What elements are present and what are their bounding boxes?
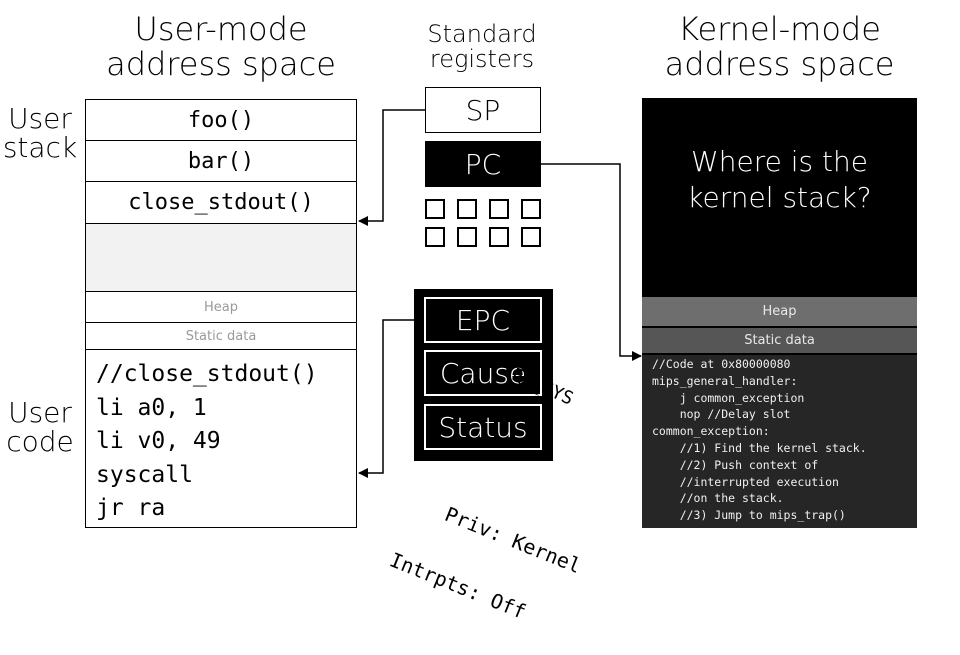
stack-frame-label: close_stdout() (128, 190, 314, 215)
user-code-line: li v0, 49 (96, 428, 221, 454)
registers-title-line1: Standard (427, 20, 537, 48)
cause-register-label: Cause (439, 356, 527, 390)
pc-arrow (541, 163, 642, 361)
general-register (521, 199, 541, 219)
user-code-line: li a0, 1 (96, 394, 207, 421)
general-register (489, 199, 509, 219)
kernel-space-title-line1: Kernel-mode (678, 10, 881, 48)
user-space-title: User-mode address space (85, 10, 357, 84)
stack-frame-label: foo() (187, 107, 255, 133)
status-annotation: Priv: Kernel Intrpts: Off (379, 452, 600, 655)
kernel-code-line: //3) Jump to mips_trap() (652, 508, 846, 523)
user-code-label: User code (2, 398, 78, 457)
user-heap-label: Heap (204, 299, 238, 315)
kernel-code-line: //1) Find the kernel stack. (652, 440, 867, 455)
cause-register: Cause (424, 350, 542, 396)
stack-frame-label: bar() (187, 148, 255, 174)
kernel-heap-label: Heap (762, 304, 797, 319)
general-register (425, 199, 445, 219)
user-code-label-line2: code (6, 425, 74, 459)
sp-register: SP (425, 87, 541, 133)
general-register (521, 227, 541, 247)
kernel-stack-question-line2: kernel stack? (687, 181, 872, 215)
registers-title-line2: registers (429, 45, 535, 74)
kernel-code-line: //2) Push context of (652, 457, 819, 472)
user-space-title-line2: address space (106, 45, 336, 84)
kernel-heap: Heap (642, 297, 917, 326)
user-code-line: jr ra (96, 495, 166, 521)
user-static-data-label: Static data (185, 328, 257, 344)
kernel-static-data-label: Static data (744, 333, 815, 348)
kernel-code-line: //interrupted execution (652, 474, 839, 489)
kernel-space-title: Kernel-mode address space (642, 10, 917, 84)
registers-title: Standard registers (412, 20, 552, 74)
user-code-block: //close_stdout() li a0, 1 li v0, 49 sysc… (85, 349, 357, 528)
sp-arrow (358, 109, 425, 226)
user-free-space (85, 223, 357, 292)
user-stack-label-line2: stack (2, 131, 78, 165)
kernel-stack-question-line1: Where is the (691, 145, 868, 178)
pc-register: PC (425, 141, 541, 187)
status-register: Status (424, 404, 542, 450)
kernel-code-line: nop //Delay slot (652, 407, 791, 422)
general-register (457, 227, 477, 247)
kernel-code-line: //on the stack. (652, 491, 784, 506)
user-space-title-line1: User-mode (134, 10, 308, 48)
sp-register-label: SP (465, 93, 501, 127)
status-annotation-intrpts: Intrpts: Off (386, 547, 530, 624)
pc-register-label: PC (464, 147, 502, 181)
kernel-space-title-line2: address space (664, 45, 895, 84)
kernel-code-line: mips_general_handler: (652, 373, 798, 388)
general-register (425, 227, 445, 247)
user-code-line: syscall (96, 461, 193, 488)
status-annotation-priv: Priv: Kernel (441, 501, 585, 579)
user-code-label-line1: User (8, 396, 72, 429)
general-register (489, 227, 509, 247)
kernel-code-line: j common_exception (652, 390, 805, 405)
kernel-code-line: //Code at 0x80000080 (652, 357, 791, 371)
kernel-code-block: //Code at 0x80000080 mips_general_handle… (642, 355, 917, 528)
user-code-line: //close_stdout() (96, 361, 318, 387)
status-register-label: Status (438, 410, 528, 444)
user-static-data: Static data (85, 322, 357, 350)
epc-register: EPC (424, 297, 542, 343)
user-heap: Heap (85, 291, 357, 323)
kernel-stack-question: Where is the kernel stack? (642, 144, 917, 217)
kernel-code-line: common_exception: (652, 424, 770, 439)
general-register (457, 199, 477, 219)
epc-register-label: EPC (455, 303, 511, 337)
stack-frame-bar: bar() (85, 140, 357, 182)
stack-frame-foo: foo() (85, 99, 357, 141)
kernel-static-data: Static data (642, 328, 917, 353)
stack-frame-close-stdout: close_stdout() (85, 181, 357, 224)
user-stack-label: User stack (2, 104, 78, 163)
user-stack-label-line1: User (8, 102, 72, 135)
